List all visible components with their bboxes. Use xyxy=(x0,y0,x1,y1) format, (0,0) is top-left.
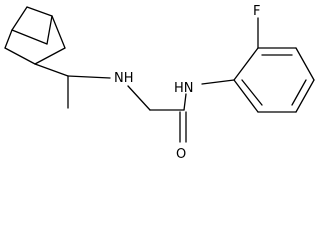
bond xyxy=(241,79,263,106)
bond xyxy=(201,79,235,85)
bond xyxy=(291,79,307,106)
carbonyl-oxygen-label: O xyxy=(176,147,186,161)
bond xyxy=(233,47,259,81)
bond xyxy=(127,85,151,111)
bond xyxy=(295,47,315,81)
fluorophenyl-ring xyxy=(233,17,315,113)
ethyl-linker xyxy=(67,75,111,109)
bond xyxy=(11,6,28,31)
bond xyxy=(4,47,36,65)
bond xyxy=(51,15,66,49)
bond xyxy=(4,29,13,49)
bond xyxy=(34,47,66,65)
norbornyl-group xyxy=(4,6,69,77)
fluorine-label: F xyxy=(253,4,260,19)
amide-nh-label: HN xyxy=(174,81,194,96)
bond xyxy=(295,79,315,113)
bond xyxy=(34,63,69,77)
bond xyxy=(233,79,259,113)
bond xyxy=(183,93,187,111)
amine-nh-label: NH xyxy=(114,71,134,86)
molecule-structure: NH O HN F xyxy=(4,4,315,161)
bond xyxy=(67,75,111,79)
bond xyxy=(46,15,53,45)
bond xyxy=(26,6,53,17)
acetamide-chain xyxy=(127,85,187,143)
bond xyxy=(11,29,48,45)
structure-canvas: NH O HN F xyxy=(4,4,315,161)
